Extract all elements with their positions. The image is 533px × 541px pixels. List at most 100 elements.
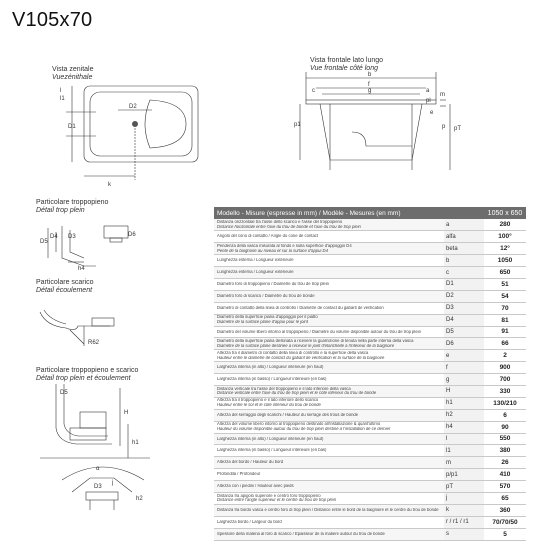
row-symbol: D2	[444, 290, 484, 303]
row-value: 570	[484, 480, 526, 493]
row-value: 1050	[484, 254, 526, 268]
row-symbol: f	[444, 361, 484, 375]
row-description: Larghezza interna (in alto) / Longueur i…	[214, 361, 444, 375]
row-description: Larghezza interna (in basso) / Longueur …	[214, 373, 444, 386]
top-view-drawing: l l1 D2 D1 k	[60, 85, 199, 188]
row-description: Diametro di contatto della linea di cont…	[214, 302, 444, 315]
row-value: 330	[484, 385, 526, 398]
row-description: Pendenza della vasca misurata al fondo e…	[214, 242, 444, 256]
combo-label-d5: D5	[60, 390, 68, 396]
row-value: 5	[484, 528, 526, 541]
table-header-left: Modello - Misure (espresse in mm) / Modè…	[214, 207, 484, 219]
row-description-it: Lunghezza esterna / Longueur extérieure	[217, 258, 294, 263]
row-description-fr: Distance entre l'angle supérieur et le c…	[217, 498, 337, 503]
combo-label-h2: h2	[136, 496, 143, 502]
front-view-label-m: m	[440, 92, 445, 98]
top-view-label-k: k	[108, 182, 112, 188]
overflow-detail-caption-it: Particolare troppopieno	[36, 199, 109, 206]
table-row: Altezza con i piedini / Hauteur avec pie…	[214, 480, 526, 493]
row-description: Larghezza interna (in alto) / Longueur i…	[214, 433, 444, 446]
front-view-label-f: f	[368, 82, 370, 88]
row-value: 70/70/50	[484, 516, 526, 529]
row-symbol: h1	[444, 397, 484, 410]
row-description: Larghezza interna (in basso) / Longueur …	[214, 444, 444, 458]
row-description-it: Larghezza bordo / Largeur du bord	[217, 519, 282, 524]
row-symbol: D6	[444, 337, 484, 351]
table-row: Larghezza interna (in basso) / Longueur …	[214, 444, 526, 458]
row-symbol: e	[444, 349, 484, 363]
drain-label-r62: R62	[88, 340, 100, 346]
front-view-label-e: e	[430, 110, 434, 116]
table-row: Diametro della superficie piana destinat…	[214, 337, 526, 351]
row-description: Diametro della superficie piana destinat…	[214, 337, 444, 351]
row-description: Altezza del bordo / Hauteur du bord	[214, 456, 444, 470]
row-description-it: Larghezza interna (in basso) / Longueur …	[217, 377, 327, 382]
row-value: 90	[484, 421, 526, 434]
combo-label-h1: h1	[132, 440, 139, 446]
table-row: Angolo del cono di contatto / Angle du c…	[214, 230, 526, 244]
row-value: 66	[484, 337, 526, 351]
combo-label-alpha: α	[96, 466, 100, 472]
row-value: 360	[484, 504, 526, 517]
table-row: Distanza verticale tra l'asse del troppo…	[214, 385, 526, 398]
front-view-label-p: p	[442, 124, 446, 130]
combo-detail-drawing: H h1 h2 j α D3 D5	[40, 384, 150, 510]
overflow-label-d4: D4	[50, 234, 58, 240]
top-view-caption-fr: Vuezénithale	[52, 74, 93, 81]
row-symbol: pT	[444, 480, 484, 493]
combo-label-h: H	[124, 410, 128, 416]
table-row: Altezza del volume libero intorno al tro…	[214, 421, 526, 434]
top-view-label-l: l	[60, 88, 61, 94]
row-symbol: D3	[444, 302, 484, 315]
row-description: Diametro foro di scarico / Diamètre du t…	[214, 290, 444, 303]
front-view-label-c: c	[312, 88, 315, 94]
row-value: 12°	[484, 242, 526, 256]
front-view-caption-fr: Vue frontale côté long	[310, 65, 378, 72]
front-view-label-g: g	[368, 88, 371, 94]
front-view-label-pl: pl	[426, 98, 431, 104]
table-row: Larghezza interna (in alto) / Longueur i…	[214, 433, 526, 446]
overflow-label-d3: D3	[68, 234, 76, 240]
table-row: Larghezza interna (in alto) / Longueur i…	[214, 361, 526, 375]
front-view-caption-it: Vista frontale lato lungo	[310, 57, 384, 64]
front-view-drawing: b f g c a e m p pT p1 pl	[294, 72, 461, 170]
row-value: 6	[484, 409, 526, 422]
row-description-it: Altezza del volume libero intorno al tro…	[217, 422, 381, 427]
table-row: Altezza tra il troppopieno e il lato inf…	[214, 397, 526, 410]
row-description-it: Altezza con i piedini / Hauteur avec pie…	[217, 484, 294, 489]
row-value: 900	[484, 361, 526, 375]
row-value: 380	[484, 444, 526, 458]
row-description-it: Profondità / Profondeur	[217, 472, 261, 477]
table-header-right: 1050 x 650	[484, 207, 526, 219]
row-description: Diametro foro di troppopieno / Diamètre …	[214, 278, 444, 291]
row-description-fr: Diamètre de la surface plane d'appui pou…	[217, 320, 308, 325]
row-symbol: j	[444, 492, 484, 505]
overflow-detail-caption-fr: Détail trop plein	[36, 207, 85, 214]
row-description-it: Larghezza interna (in basso) / Longueur …	[217, 448, 327, 453]
row-value: 51	[484, 278, 526, 291]
front-view-label-a: a	[426, 88, 430, 94]
row-description-fr: Pente de la baignoire au niveau et sur l…	[217, 248, 328, 253]
front-view-label-p1: p1	[294, 122, 301, 128]
row-description-it: Diametro del volume libero intorno al tr…	[217, 329, 421, 334]
row-symbol: l1	[444, 444, 484, 458]
combo-detail-caption: Particolare troppopieno e scarico Détail…	[36, 367, 138, 383]
row-description: Distanza fra apigolo superiore e centro …	[214, 492, 444, 505]
combo-label-d3: D3	[94, 484, 102, 490]
row-description: Distanza fra bordo vasca e centro foro d…	[214, 504, 444, 517]
row-description: Altezza del volume libero intorno al tro…	[214, 421, 444, 434]
top-view-caption: Vista zenitale Vuezénithale	[52, 66, 94, 82]
row-description-fr: Hauteur entre le sol et le côté inférieu…	[217, 403, 321, 408]
row-description-it: Diametro foro di scarico / Diamètre du t…	[217, 293, 315, 298]
row-description-it: Diametro foro di troppopieno / Diamètre …	[217, 281, 329, 286]
table-row: Diametro di contatto della linea di cont…	[214, 302, 526, 315]
row-symbol: k	[444, 504, 484, 517]
row-description-it: Larghezza interna (in alto) / Longueur i…	[217, 365, 324, 370]
overflow-label-d6: D6	[128, 232, 136, 238]
row-description: Altezza tra il diametro di contatto dell…	[214, 349, 444, 363]
row-description: Altezza tra il troppopieno e il lato inf…	[214, 397, 444, 410]
row-description: Distanza verticale tra l'asse del troppo…	[214, 385, 444, 398]
table-row: Diametro del volume libero intorno al tr…	[214, 326, 526, 339]
